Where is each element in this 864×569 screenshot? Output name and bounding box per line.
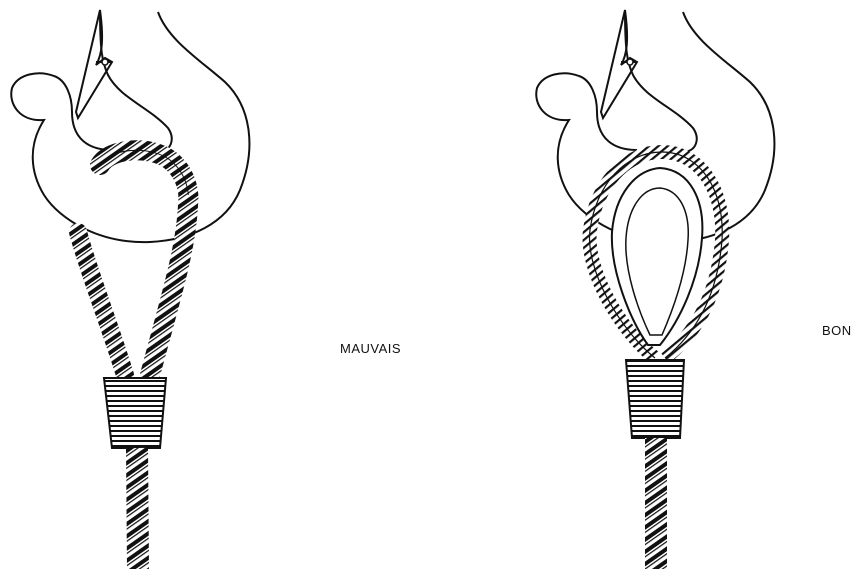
label-bad: MAUVAIS xyxy=(340,341,401,356)
label-good: BON xyxy=(822,323,852,338)
hook-body xyxy=(11,10,249,242)
rope-over-hook xyxy=(100,150,188,205)
rope-collar xyxy=(104,378,166,448)
bad-rigging-illustration xyxy=(11,10,249,569)
rope-right-leg xyxy=(150,205,188,375)
rope-collar xyxy=(626,360,684,438)
rope-left-leg xyxy=(78,232,125,375)
good-rigging-illustration xyxy=(536,10,774,569)
rope-lower xyxy=(137,448,138,569)
